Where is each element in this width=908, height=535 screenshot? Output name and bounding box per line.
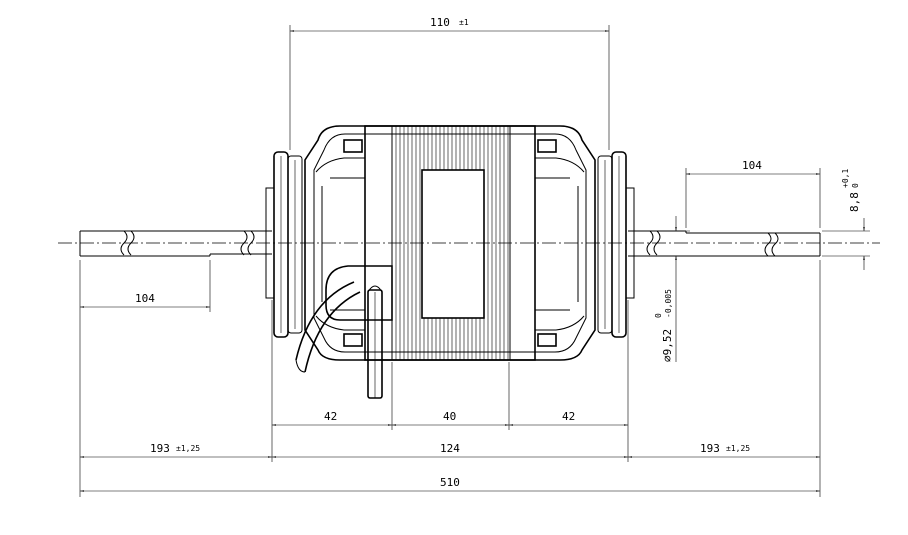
right-bearing-bracket <box>597 151 635 338</box>
dim-body-width-tol: ±1 <box>459 18 469 27</box>
dimension-lines <box>80 30 865 492</box>
dim-overall: 510 <box>440 476 460 489</box>
dim-seg-right: 42 <box>562 410 575 423</box>
dim-body-width: 110 <box>430 16 450 29</box>
extension-lines <box>79 25 870 497</box>
dim-shaft-diameter: ⌀9,52 <box>661 329 674 362</box>
dim-seg-left: 42 <box>324 410 337 423</box>
stator-laminations <box>395 126 509 360</box>
right-shaft <box>628 230 821 257</box>
dim-flat-height-tol-lower: 0 <box>851 183 860 188</box>
dim-right-flat: 104 <box>742 159 762 172</box>
left-bearing-bracket <box>265 151 303 338</box>
dim-flat-height-tol-upper: +0,1 <box>841 169 850 188</box>
dim-shaft-diameter-tol-lower: -0,005 <box>664 289 673 318</box>
dim-left-flat: 104 <box>135 292 155 305</box>
dim-shaft-left-tol: ±1,25 <box>176 444 200 453</box>
dim-body-total: 124 <box>440 442 460 455</box>
left-shaft <box>79 230 272 257</box>
dim-shaft-left: 193 <box>150 442 170 455</box>
cable-exit <box>295 265 393 399</box>
dim-shaft-right-tol: ±1,25 <box>726 444 750 453</box>
motor-body <box>304 125 596 361</box>
dim-seg-mid: 40 <box>443 410 456 423</box>
dim-shaft-right: 193 <box>700 442 720 455</box>
dim-shaft-diameter-tol-upper: 0 <box>654 313 663 318</box>
dimension-labels: 110 ±1 104 104 42 40 42 193 ±1,25 124 19… <box>135 16 861 489</box>
dim-flat-height: 8,8 <box>848 192 861 212</box>
